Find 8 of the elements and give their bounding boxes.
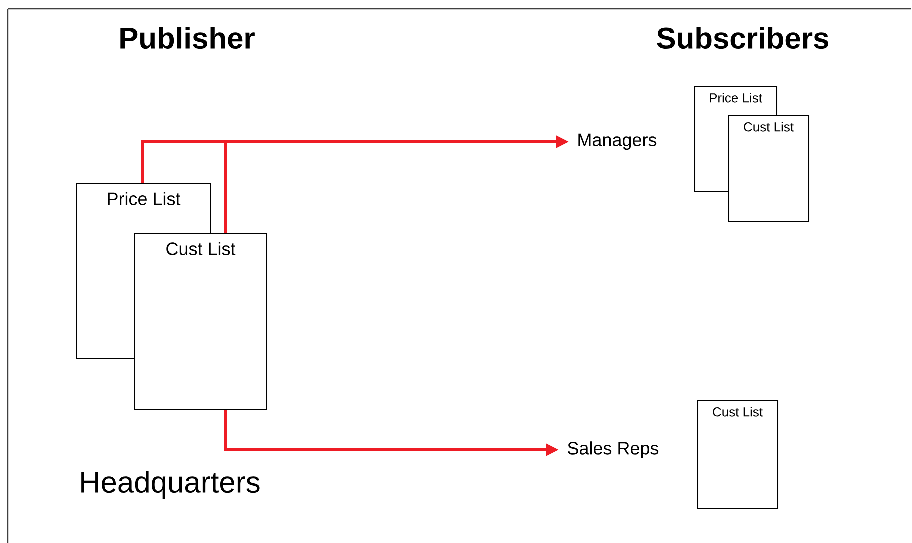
heading: Headquarters <box>82 471 260 499</box>
heading: Publisher <box>120 26 255 50</box>
recipient-label: Sales Reps <box>568 442 659 458</box>
document-box: Cust List <box>728 115 810 222</box>
heading: Subscribers <box>657 26 828 50</box>
document-box: Cust List <box>697 400 779 510</box>
recipient-label: Managers <box>578 134 657 150</box>
document-box: Cust List <box>134 233 268 410</box>
